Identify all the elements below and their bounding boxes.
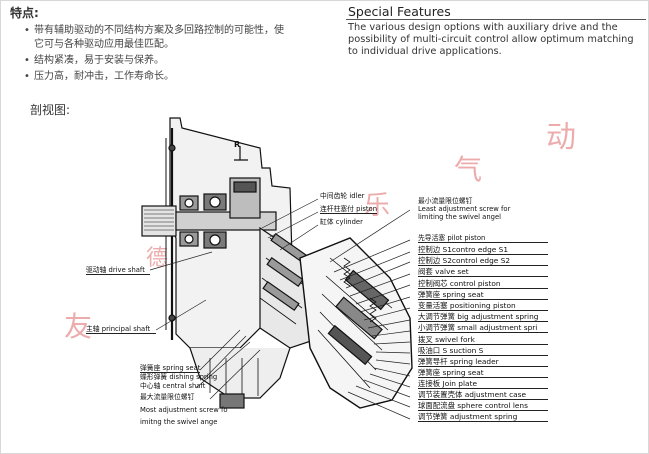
heading-rule bbox=[346, 19, 646, 20]
label-principal-shaft: 主轴 principal shaft bbox=[86, 325, 156, 334]
label-small-adjustment-spring: 小调节弹簧 small adjustment spri bbox=[418, 324, 548, 333]
label-positioning-piston: 变量活塞 positioning piston bbox=[418, 302, 548, 311]
label-most-screw-en-1: Most adjustment screw fo bbox=[140, 406, 228, 414]
pump-cross-section-drawing bbox=[141, 117, 413, 409]
features-text-en: The various design options with auxiliar… bbox=[348, 22, 634, 57]
feature-bullet-1-text: 带有辅助驱动的不同结构方案及多回路控制的可能性，使 bbox=[34, 25, 284, 36]
feature-bullet-1-cont-text: 它可与各种驱动应用最佳匹配。 bbox=[34, 39, 174, 50]
label-most-screw-en-2: imitng the swivel ange bbox=[140, 418, 218, 426]
label-drive-shaft: 驱动轴 drive shaft bbox=[86, 266, 150, 275]
label-swivel-fork: 拨叉 swivel fork bbox=[418, 336, 548, 345]
label-adjustment-case: 调节装置壳体 adjustment case bbox=[418, 391, 548, 400]
label-most-screw-cn: 最大流量限位螺钉 bbox=[140, 393, 195, 401]
label-spring-seat-2: 弹簧座 spring seat bbox=[418, 369, 548, 378]
label-valve-set: 阀套 valve set bbox=[418, 268, 548, 277]
features-heading-en: Special Features bbox=[348, 4, 451, 19]
watermark-char-6: 动 bbox=[546, 120, 576, 155]
feature-bullet-3-text: 压力高，耐冲击，工作寿命长。 bbox=[34, 71, 174, 82]
label-spring-leader: 弹簧导杆 spring leader bbox=[418, 358, 548, 367]
label-piston: 连杆柱塞付 piston bbox=[320, 205, 378, 214]
feature-bullet-2: •结构紧凑，易于安装与保养。 bbox=[24, 55, 164, 66]
feature-bullet-1-cont: 它可与各种驱动应用最佳匹配。 bbox=[34, 38, 330, 51]
label-cylinder: 缸体 cylinder bbox=[320, 218, 363, 226]
label-dishing-spring: 蝶形弹簧 dishing spring bbox=[140, 373, 218, 381]
label-control-edge-s1: 控制边 S1contro edge S1 bbox=[418, 246, 548, 255]
label-sphere-control-lens: 球面配流盘 sphere control lens bbox=[418, 402, 548, 411]
label-least-screw-en-2: limiting the swivel angel bbox=[418, 213, 502, 221]
label-control-piston: 控制阀芯 control piston bbox=[418, 280, 548, 289]
feature-bullet-3: •压力高，耐冲击，工作寿命长。 bbox=[24, 71, 174, 82]
watermark-char-4: 乐 bbox=[364, 191, 391, 221]
label-suction-s: 吸油口 S suction S bbox=[418, 347, 548, 356]
label-central-shaft: 中心轴 central shaft bbox=[140, 382, 206, 390]
section-heading-cn: 剖视图: bbox=[30, 103, 71, 117]
label-control-edge-s2: 控制边 S2control edge S2 bbox=[418, 257, 548, 266]
watermark-char-2: 德 bbox=[146, 246, 169, 271]
marker-r: R bbox=[234, 140, 241, 149]
label-least-screw-cn: 最小流量限位螺钉 bbox=[418, 197, 473, 205]
label-join-plate: 连接板 Join plate bbox=[418, 380, 548, 389]
label-spring-seat-1: 弹簧座 spring seat bbox=[418, 291, 548, 300]
feature-bullet-2-text: 结构紧凑，易于安装与保养。 bbox=[34, 55, 164, 66]
label-big-adjustment-spring: 大调节弹簧 big adjustment spring bbox=[418, 313, 548, 322]
features-heading-cn: 特点: bbox=[10, 6, 39, 20]
label-adjustment-spring: 调节弹簧 adjustment spring bbox=[418, 413, 548, 422]
label-pilot-piston: 先导活塞 pilot piston bbox=[418, 234, 548, 243]
feature-bullet-1: •带有辅助驱动的不同结构方案及多回路控制的可能性，使 bbox=[24, 25, 284, 36]
label-spring-seat-left: 弹簧座 spring seat bbox=[140, 364, 201, 373]
label-least-screw-en-1: Least adjustment screw for bbox=[418, 205, 511, 213]
label-idler: 中间齿轮 idler bbox=[320, 192, 365, 200]
watermark-char-1: 友 bbox=[64, 310, 93, 343]
watermark-char-5: 气 bbox=[454, 153, 483, 186]
